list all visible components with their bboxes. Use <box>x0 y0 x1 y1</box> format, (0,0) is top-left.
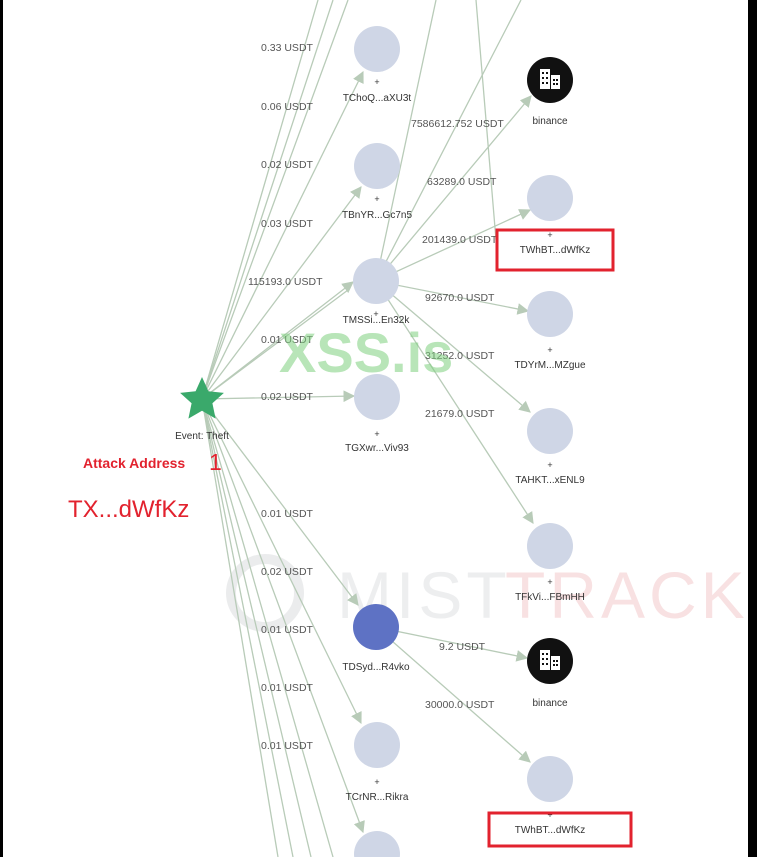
svg-text:+: + <box>547 345 552 355</box>
watermark-xss: XSS.is <box>279 321 453 384</box>
annotation-number: 1 <box>209 449 222 475</box>
attack-annotation: Attack Address 1 TX...dWfKz <box>68 449 222 523</box>
node-label: TCrNR...Rikra <box>346 792 409 803</box>
edge-labels: 0.33 USDT 0.06 USDT 0.02 USDT 0.03 USDT … <box>248 42 504 752</box>
edge-label: 0.01 USDT <box>261 682 314 694</box>
svg-text:+: + <box>547 460 552 470</box>
annotation-title: Attack Address <box>83 455 185 471</box>
node-label: TGXwr...Viv93 <box>345 443 409 454</box>
edge-label: 115193.0 USDT <box>248 276 323 288</box>
edge-label: 30000.0 USDT <box>425 699 495 711</box>
edges-tdsyd <box>375 0 531 763</box>
node-label: TDSyd...R4vko <box>342 662 410 673</box>
watermark-track: TRACK <box>505 558 748 632</box>
annotation-address: TX...dWfKz <box>68 496 189 523</box>
graph-node[interactable]: + TAHKT...xENL9 <box>515 408 585 486</box>
edge-label: 21679.0 USDT <box>425 408 495 420</box>
edges-upper <box>201 0 364 403</box>
node-label: TBnYR...Gc7n5 <box>342 210 412 221</box>
exchange-node[interactable]: binance <box>527 638 573 709</box>
node-label: TAHKT...xENL9 <box>515 475 585 486</box>
edge-label: 0.01 USDT <box>261 334 314 346</box>
graph-node[interactable]: + TFkVi...FBmHH <box>515 523 585 603</box>
svg-text:+: + <box>374 77 379 87</box>
node-label: TWhBT...dWfKz <box>515 825 586 836</box>
svg-text:+: + <box>374 777 379 787</box>
edge-label: 0.01 USDT <box>261 624 314 636</box>
edge-label: 0.33 USDT <box>261 42 314 54</box>
node-label: binance <box>532 698 567 709</box>
edge-label: 0.03 USDT <box>261 218 314 230</box>
exchange-node[interactable]: binance <box>527 57 573 127</box>
svg-text:+: + <box>547 577 552 587</box>
edge-label: 0.01 USDT <box>261 740 314 752</box>
edge-label: 0.06 USDT <box>261 101 314 113</box>
highlight-box <box>487 811 633 848</box>
svg-text:+: + <box>547 810 552 820</box>
node-label: TFkVi...FBmHH <box>515 592 585 603</box>
edge-label: 0.02 USDT <box>261 566 314 578</box>
node-label: TDYrM...MZgue <box>514 360 586 371</box>
event-label: Event: Theft <box>175 431 229 442</box>
graph-node[interactable]: + TMSSi...En32k <box>343 258 411 326</box>
graph-node[interactable]: + TGXwr...Viv93 <box>345 374 409 454</box>
building-icon <box>540 69 560 89</box>
node-label: binance <box>532 116 567 127</box>
graph-node[interactable]: + TWhBT...dWfKz <box>495 175 615 272</box>
edge-label: 9.2 USDT <box>439 641 486 653</box>
graph-node-highlighted[interactable]: TDSyd...R4vko <box>342 604 410 673</box>
event-node[interactable]: Event: Theft <box>175 377 229 442</box>
edge-label: 0.01 USDT <box>261 508 314 520</box>
graph-node[interactable]: + TCrNR...Rikra <box>346 722 409 803</box>
edge-label: 31252.0 USDT <box>425 350 495 362</box>
building-icon <box>540 650 560 670</box>
star-icon <box>180 377 224 419</box>
highlight-box <box>495 228 615 272</box>
svg-text:+: + <box>547 230 552 240</box>
edges-lower <box>201 398 365 857</box>
svg-text:+: + <box>374 429 379 439</box>
svg-text:+: + <box>373 309 378 319</box>
edge-label: 92670.0 USDT <box>425 292 495 304</box>
node-label: TChoQ...aXU3t <box>343 93 412 104</box>
edge-label: 63289.0 USDT <box>427 176 497 188</box>
edges-hub <box>375 0 534 524</box>
edge-label: 201439.0 USDT <box>422 234 498 246</box>
graph-panel: MIST TRACK <box>3 0 748 857</box>
graph-node[interactable]: + TBnYR...Gc7n5 <box>342 143 412 221</box>
node-label: TWhBT...dWfKz <box>520 245 591 256</box>
graph-node[interactable]: + TDYrM...MZgue <box>514 291 586 371</box>
graph-node[interactable]: + TChoQ...aXU3t <box>343 26 412 104</box>
transaction-graph: MIST TRACK <box>68 0 748 857</box>
node-label: TMSSi...En32k <box>343 315 411 326</box>
edge-label: 0.02 USDT <box>261 159 314 171</box>
edge-label: 7586612.752 USDT <box>411 118 504 130</box>
graph-node[interactable] <box>354 831 400 857</box>
graph-node[interactable]: + TWhBT...dWfKz <box>487 756 633 848</box>
svg-text:+: + <box>374 194 379 204</box>
edge-label: 0.02 USDT <box>261 391 314 403</box>
